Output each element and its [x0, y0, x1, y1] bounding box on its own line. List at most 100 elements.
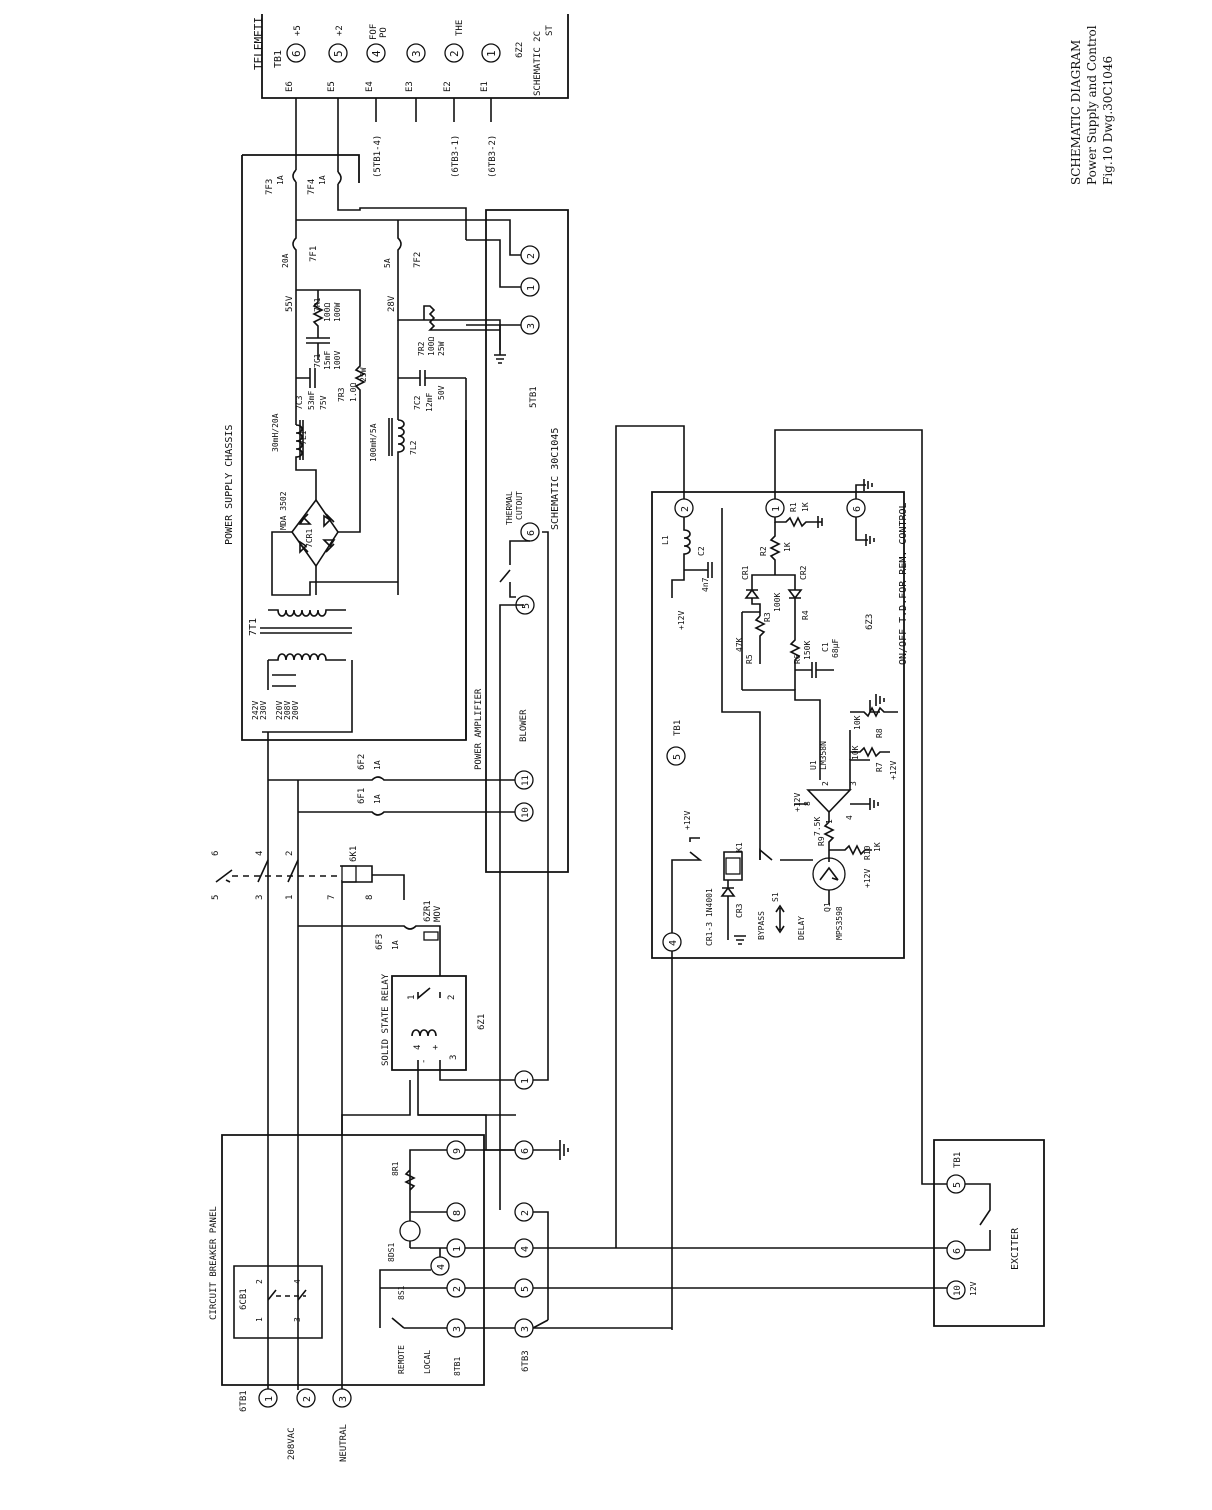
svg-text:E3: E3: [405, 81, 415, 92]
tb3-terminal-2: 2: [514, 1202, 534, 1222]
svg-text:5: 5: [672, 754, 683, 760]
svg-text:4: 4: [668, 940, 679, 946]
svg-text:9: 9: [452, 1148, 463, 1154]
svg-text:7R3: 7R3: [337, 387, 346, 402]
svg-text:200V: 200V: [291, 701, 300, 720]
breaker-terminal-9: 9: [446, 1140, 466, 1160]
svg-text:7L2: 7L2: [409, 440, 418, 455]
svg-text:220V: 220V: [275, 701, 284, 720]
svg-text:10: 10: [953, 1285, 963, 1296]
svg-text:FOF: FOF: [369, 24, 379, 40]
svg-text:3: 3: [410, 50, 423, 57]
svg-text:BYPASS: BYPASS: [757, 911, 766, 940]
pa-tb: 5TB1: [529, 386, 539, 408]
mains-terminal-2: 2: [296, 1388, 316, 1408]
svg-text:4: 4: [436, 1264, 447, 1270]
svg-text:6F2: 6F2: [357, 754, 367, 770]
remote-control-board: ON/OFF T.D.FOR REM. CONTROL 6Z3 2 1 6 5T…: [651, 479, 909, 959]
title-block: SCHEMATIC DIAGRAM Power Supply and Contr…: [1069, 25, 1115, 185]
telemetry-schematic-ref: SCHEMATIC 2C: [533, 31, 543, 96]
svg-text:7: 7: [327, 895, 337, 900]
svg-text:1: 1: [485, 50, 498, 57]
svg-text:3: 3: [452, 1326, 463, 1332]
svg-text:CR3: CR3: [735, 903, 744, 918]
svg-text:-: -: [419, 1059, 429, 1064]
svg-text:Q1: Q1: [823, 902, 832, 912]
control-terminal-5: 5TB1: [666, 720, 686, 766]
svg-text:E1: E1: [480, 81, 490, 92]
svg-text:100Ω: 100Ω: [323, 303, 332, 322]
breaker-terminal-3: 3: [446, 1318, 466, 1338]
svg-text:2: 2: [447, 995, 457, 1000]
svg-text:12mF: 12mF: [425, 393, 434, 412]
svg-text:R5: R5: [745, 654, 754, 664]
svg-text:DELAY: DELAY: [797, 916, 806, 940]
pa-blower: BLOWER: [519, 709, 529, 742]
svg-text:20A: 20A: [281, 253, 290, 268]
svg-text:6: 6: [211, 851, 221, 856]
svg-text:7L1: 7L1: [299, 430, 308, 445]
svg-text:LOCAL: LOCAL: [423, 1350, 432, 1374]
svg-text:1.0Ω: 1.0Ω: [349, 383, 358, 402]
svg-text:R6: R6: [793, 654, 802, 664]
svg-text:100K: 100K: [773, 593, 782, 612]
svg-text:E4: E4: [365, 81, 375, 92]
control-terminal-2: 2: [674, 498, 694, 518]
exciter-terminal-5: 5: [946, 1174, 966, 1194]
svg-text:CR1-3 1N4001: CR1-3 1N4001: [705, 888, 714, 946]
power-supply-chassis: POWER SUPPLY CHASSIS 7F3 1A 7F4 1A 7F1 2…: [224, 154, 501, 741]
telemetry-block: TELEMETI TB1 6 +5 E6 5 +2 E5 4 FOF PO E4…: [252, 14, 569, 178]
svg-text:1A: 1A: [276, 175, 285, 185]
svg-text:230V: 230V: [259, 701, 268, 720]
svg-text:+2: +2: [335, 25, 345, 36]
pa-terminal-6: 6: [520, 522, 540, 542]
mains-terminal-1: 1: [258, 1388, 278, 1408]
svg-text:8DS1: 8DS1: [387, 1243, 396, 1262]
svg-text:1: 1: [452, 1246, 463, 1252]
telemetry-terminal-4: 4 FOF PO E4: [365, 24, 389, 92]
pa-terminal-2: 2: [520, 245, 540, 265]
svg-text:6ZR1: 6ZR1: [423, 900, 433, 922]
svg-text:1: 1: [771, 506, 782, 512]
title-line-3: Fig.10 Dwg.30C1046: [1101, 56, 1115, 185]
breaker-terminal-1: 1: [446, 1238, 466, 1258]
svg-text:7C3: 7C3: [295, 395, 304, 410]
svg-text:7F3: 7F3: [265, 179, 275, 195]
svg-text:REMOTE: REMOTE: [397, 1345, 406, 1374]
breaker-terminal-4: 4: [430, 1256, 450, 1276]
control-board-title: ON/OFF T.D.FOR REM. CONTROL: [898, 502, 909, 665]
svg-text:5: 5: [521, 603, 532, 609]
svg-text:4: 4: [413, 1045, 423, 1050]
svg-text:L1: L1: [661, 535, 670, 545]
svg-text:MDA 3502: MDA 3502: [279, 491, 288, 530]
svg-text:5: 5: [332, 50, 345, 57]
svg-text:C1: C1: [821, 642, 830, 652]
svg-text:7R1: 7R1: [313, 297, 322, 312]
svg-text:25W: 25W: [359, 367, 368, 382]
svg-text:150K: 150K: [803, 641, 812, 660]
svg-text:+12V: +12V: [683, 811, 692, 830]
mains-terminal-block: 1 2 3 6TB1 208VAC NEUTRAL: [239, 1388, 352, 1462]
fuse-block: 6F2 1A 6F1 1A: [268, 754, 515, 816]
tb3-label: 6TB3: [521, 1350, 531, 1372]
svg-text:1: 1: [520, 1078, 531, 1084]
exciter-title: EXCITER: [1010, 1227, 1021, 1270]
svg-text:4: 4: [255, 851, 265, 856]
telemetry-terminal-5: 5 +2 E5: [327, 25, 348, 92]
breaker-terminal-8: 8: [446, 1202, 466, 1222]
svg-text:7F1: 7F1: [309, 246, 319, 262]
svg-text:100W: 100W: [333, 303, 342, 322]
svg-text:3: 3: [520, 1326, 531, 1332]
svg-text:7T1: 7T1: [248, 618, 259, 636]
ssr-label: SOLID STATE RELAY: [381, 973, 391, 1066]
tb3-terminal-6: 6: [514, 1140, 534, 1160]
svg-text:12V: 12V: [969, 1281, 978, 1296]
pa-title: POWER AMPLIFIER: [474, 688, 484, 770]
svg-text:100Ω: 100Ω: [427, 337, 436, 356]
mains-switch-relay: 5 6 3 4 1 2 7 8 6K1 6F3 1A 6ZR1 MOV SOLI…: [211, 732, 516, 1390]
title-line-1: SCHEMATIC DIAGRAM: [1069, 40, 1083, 185]
svg-text:6: 6: [290, 50, 303, 57]
svg-text:E2: E2: [443, 81, 453, 92]
svg-text:MPS3598: MPS3598: [835, 906, 844, 940]
svg-text:6: 6: [520, 1148, 531, 1154]
